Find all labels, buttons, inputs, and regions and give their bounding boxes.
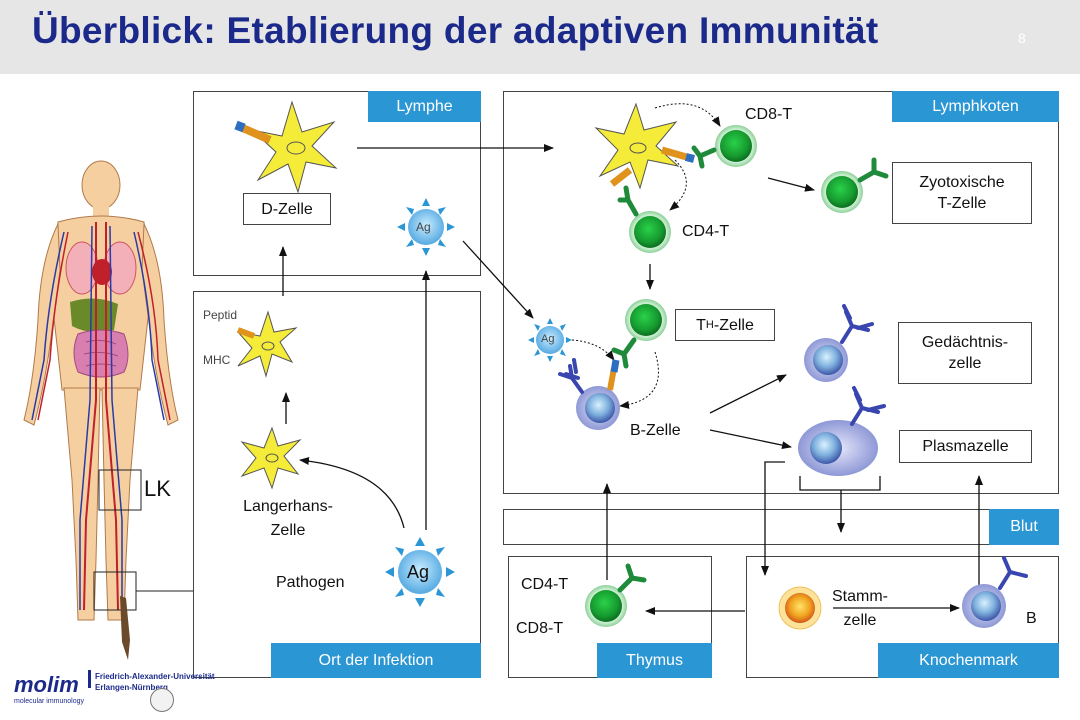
b-cell-gedaechtnis bbox=[804, 304, 874, 382]
t-cell-cd4 bbox=[617, 185, 671, 253]
molim-logo: molim bbox=[14, 672, 79, 697]
antigen-lymphknoten bbox=[528, 318, 572, 362]
dendritic-cell-lymphknoten bbox=[594, 102, 695, 190]
cd8t-label: CD8-T bbox=[745, 106, 793, 123]
plasmazelle-box: Plasmazelle bbox=[899, 430, 1032, 463]
langerhans-cell bbox=[240, 426, 302, 490]
mhc-label: MHC bbox=[203, 353, 231, 367]
zytotox-line2: T-Zelle bbox=[937, 195, 987, 212]
blut-tag: Blut bbox=[989, 509, 1059, 545]
stem-cell bbox=[778, 586, 822, 630]
t-cell-cd8 bbox=[691, 125, 757, 169]
knochenmark-tag: Knochenmark bbox=[878, 643, 1059, 678]
d-zelle-box: D-Zelle bbox=[243, 193, 331, 225]
fau-logo-bar bbox=[88, 670, 91, 688]
b-label: B bbox=[1026, 610, 1037, 627]
dendritic-cell-lymphe bbox=[234, 100, 338, 194]
stammzelle-label-2: zelle bbox=[843, 612, 877, 629]
thymus-cd4t-label: CD4-T bbox=[521, 576, 569, 593]
plasma-cell bbox=[798, 386, 886, 476]
zytotox-box: Zyotoxische T-Zelle bbox=[892, 162, 1032, 224]
header-bar: Überblick: Etablierung der adaptiven Imm… bbox=[0, 0, 1080, 74]
langerhans-label-2: Zelle bbox=[270, 522, 306, 539]
fau-line2: Erlangen-Nürnberg bbox=[95, 683, 168, 692]
lymphknoten-tag: Lymphkoten bbox=[892, 91, 1059, 122]
lymphe-tag: Lymphe bbox=[368, 91, 481, 122]
molim-subtitle: molecular immunology bbox=[14, 698, 85, 705]
antigen-lymphknoten-label: Ag bbox=[541, 333, 555, 345]
peptid-label: Peptid bbox=[203, 308, 238, 322]
antigen-infektion bbox=[385, 537, 455, 607]
gedaechtnis-line2: zelle bbox=[948, 355, 982, 372]
dendritic-cell-peptid bbox=[236, 310, 298, 378]
th-sub: H bbox=[705, 318, 714, 331]
page-title: Überblick: Etablierung der adaptiven Imm… bbox=[32, 10, 879, 51]
b-cell-lymphknoten bbox=[558, 358, 620, 430]
gedaechtnis-line1: Gedächtnis- bbox=[921, 334, 1009, 351]
b-cell-knochenmark bbox=[962, 556, 1028, 628]
th-main: T bbox=[696, 316, 706, 334]
zytotox-line1: Zyotoxische bbox=[919, 174, 1005, 191]
infektion-panel bbox=[193, 291, 481, 678]
pathogen-label: Pathogen bbox=[276, 574, 345, 591]
thymus-cd8t-label: CD8-T bbox=[516, 620, 564, 637]
t-cell-zytotoxisch bbox=[821, 157, 889, 213]
thymus-tag: Thymus bbox=[597, 643, 712, 678]
page-number: 8 bbox=[1018, 30, 1026, 46]
stammzelle-label-1: Stamm- bbox=[832, 588, 888, 605]
human-body-illustration bbox=[23, 160, 193, 660]
fau-line1: Friedrich-Alexander-Universität bbox=[95, 672, 215, 681]
arrows bbox=[279, 144, 983, 615]
t-cell-helper bbox=[611, 299, 667, 369]
th-rest: -Zelle bbox=[713, 316, 754, 334]
cd4t-label: CD4-T bbox=[682, 223, 730, 240]
dotted-arrows bbox=[571, 103, 721, 409]
lk-label: LK bbox=[144, 476, 171, 501]
t-cell-thymus bbox=[585, 563, 647, 627]
gedaechtnis-box: Gedächtnis- zelle bbox=[898, 322, 1032, 384]
antigen-lymphe bbox=[397, 198, 455, 256]
fau-seal-icon bbox=[150, 688, 174, 712]
b-zelle-label: B-Zelle bbox=[630, 422, 681, 439]
antigen-infektion-label: Ag bbox=[407, 562, 430, 582]
antigen-lymphe-label: Ag bbox=[416, 220, 431, 234]
langerhans-label-1: Langerhans- bbox=[243, 498, 333, 515]
infektion-tag: Ort der Infektion bbox=[271, 643, 481, 678]
